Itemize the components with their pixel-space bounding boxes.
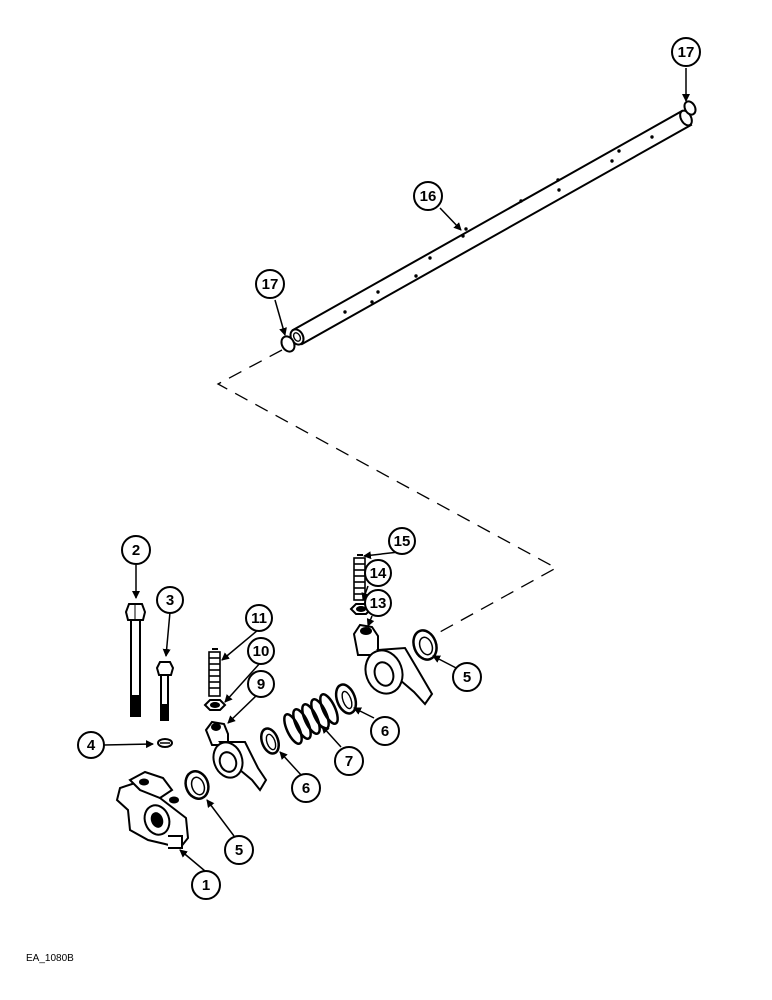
callout-17-right: 17: [671, 37, 701, 67]
callout-number: 5: [463, 669, 471, 686]
callout-number: 15: [394, 533, 411, 550]
callout-14: 14: [364, 559, 392, 587]
callout-number: 4: [87, 737, 96, 754]
callout-3: 3: [156, 586, 184, 614]
spacer-washer-left: [260, 727, 280, 755]
callout-2: 2: [121, 535, 151, 565]
callout-10: 10: [247, 637, 275, 665]
leader-arrows: [103, 68, 690, 872]
callout-9: 9: [247, 670, 275, 698]
callout-number: 17: [678, 44, 695, 61]
callout-number: 1: [202, 877, 210, 894]
callout-number: 11: [251, 610, 267, 627]
spacer-washer-right: [334, 683, 358, 715]
callout-11: 11: [245, 604, 273, 632]
spacer-ring-upper: [412, 629, 438, 661]
figure-code: EA_1080B: [26, 953, 74, 964]
lock-washer: [157, 738, 173, 748]
callout-15: 15: [388, 527, 416, 555]
adjusting-screw-right: [353, 554, 366, 601]
callout-4: 4: [77, 731, 105, 759]
shaft-support-bracket: [115, 770, 190, 850]
callout-1: 1: [191, 870, 221, 900]
callout-6-left: 6: [291, 773, 321, 803]
assembly-dashed-line: [216, 349, 558, 633]
adjusting-screw-left: [208, 648, 221, 697]
short-bolt: [155, 661, 175, 721]
callout-number: 17: [262, 276, 279, 293]
callout-number: 6: [381, 723, 389, 740]
callout-number: 16: [420, 188, 437, 205]
callout-number: 7: [345, 753, 353, 770]
long-bolt: [124, 603, 147, 717]
callout-number: 13: [370, 595, 387, 612]
callout-7: 7: [334, 746, 364, 776]
callout-number: 14: [370, 565, 387, 582]
callout-number: 5: [235, 842, 243, 859]
callout-5-lower: 5: [224, 835, 254, 865]
callout-16: 16: [413, 181, 443, 211]
callout-13: 13: [364, 589, 392, 617]
callout-number: 9: [257, 676, 265, 693]
callout-17-left: 17: [255, 269, 285, 299]
shaft-oil-holes: [343, 135, 654, 314]
shaft-plug-left: [280, 335, 296, 353]
callout-number: 6: [302, 780, 310, 797]
callout-5-upper: 5: [452, 662, 482, 692]
callout-6-right: 6: [370, 716, 400, 746]
callout-number: 2: [132, 542, 140, 559]
rocker-shaft: [289, 109, 693, 346]
callout-number: 3: [166, 592, 174, 609]
callout-number: 10: [253, 643, 270, 660]
rocker-arm-left: [204, 720, 268, 792]
spacer-ring-lower: [184, 770, 210, 800]
lock-nut-left: [203, 699, 227, 711]
rocker-arm-right: [352, 623, 434, 706]
